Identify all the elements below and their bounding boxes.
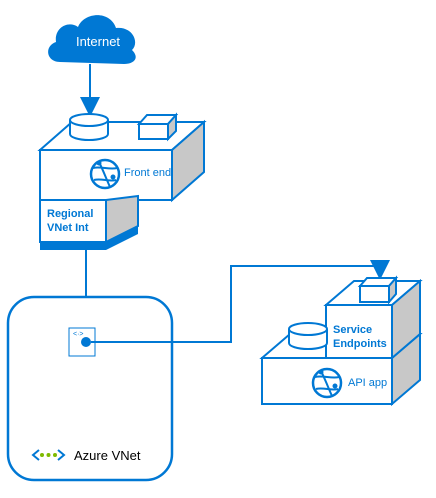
service-endpoints-line1: Service — [333, 324, 372, 336]
cloud-icon — [48, 15, 136, 64]
regional-vnet-int-line1: Regional — [47, 208, 93, 220]
database-icon — [69, 113, 109, 141]
vnet-to-service-endpoints-arrow — [91, 260, 390, 343]
azure-vnet-label: Azure VNet — [74, 448, 141, 463]
service-endpoints-front — [325, 304, 393, 359]
front-end-label: Front end — [124, 167, 171, 179]
internet-label: Internet — [76, 34, 120, 49]
vnet-icon — [31, 449, 66, 461]
service-endpoints-cube-icon — [357, 275, 399, 305]
web-app-globe-icon — [89, 158, 121, 190]
azure-vnet-container: <·> Azure VNet — [6, 295, 174, 482]
small-cube-icon — [136, 112, 179, 142]
internet-cloud: Internet — [48, 15, 136, 64]
service-endpoints-line2: Endpoints — [333, 338, 387, 350]
regional-vnet-int-line2: VNet Int — [47, 222, 89, 234]
api-app-globe-icon — [311, 367, 343, 399]
api-database-icon — [288, 322, 328, 350]
regional-vnet-int-base — [40, 226, 138, 250]
svg-text:<·>: <·> — [73, 331, 84, 338]
regional-vnet-int-box: Regional VNet Int — [39, 194, 139, 250]
regional-vnet-int-front — [39, 199, 107, 243]
api-app-stack: Service Endpoints API app — [259, 275, 423, 407]
front-end-box: Front end — [37, 112, 207, 203]
api-app-label: API app — [348, 377, 387, 389]
